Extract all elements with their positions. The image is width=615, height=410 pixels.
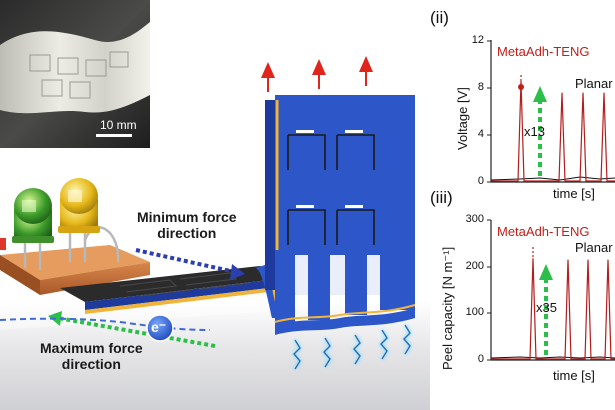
- peel-series-main-label: MetaAdh-TENG: [497, 224, 590, 239]
- peel-tick-100: 100: [465, 306, 484, 318]
- peel-tick-200: 200: [465, 260, 484, 272]
- peel-tick-300: 300: [465, 213, 484, 225]
- electron-label: e⁻: [151, 319, 167, 335]
- max-force-label-line1: Maximum force: [40, 340, 143, 356]
- peel-x-axis-title: time [s]: [553, 368, 595, 383]
- scale-bar-label: 10 mm: [100, 118, 137, 132]
- peel-tick-0: 0: [477, 353, 484, 365]
- voltage-tick-0: 0: [477, 175, 484, 187]
- yellow-led-icon: [58, 178, 100, 233]
- max-force-label-line2: direction: [61, 356, 121, 372]
- voltage-x-axis-title: time [s]: [553, 186, 595, 201]
- voltage-peak-marker: [518, 84, 524, 90]
- voltage-series-ref-label: Planar: [575, 76, 613, 91]
- green-led-icon: [12, 188, 54, 243]
- flat-device-film: [60, 266, 285, 314]
- min-force-label: Minimum force direction: [137, 209, 237, 241]
- peel-multiplier: x35: [536, 300, 557, 315]
- chart-peel: [487, 219, 615, 361]
- led-legs: [23, 226, 120, 270]
- photo-inset: [0, 0, 150, 148]
- voltage-multiplier: x13: [524, 124, 545, 139]
- voltage-y-axis-title: Voltage [V]: [455, 87, 470, 150]
- min-force-label-line1: Minimum force: [137, 209, 237, 225]
- max-force-label: Maximum force direction: [40, 340, 143, 372]
- voltage-tick-4: 4: [477, 128, 484, 140]
- peeled-device-film: [255, 95, 416, 335]
- peel-series-line: [491, 258, 615, 360]
- voltage-series-line: [491, 80, 615, 182]
- panel-iii-label: (iii): [430, 188, 453, 207]
- panel-ii-label: (ii): [430, 8, 449, 27]
- peel-gain-arrow-icon: [539, 264, 553, 355]
- scale-bar: [96, 134, 132, 137]
- voltage-series-main-label: MetaAdh-TENG: [497, 44, 590, 59]
- peel-series-ref-label: Planar: [575, 240, 613, 255]
- chart-voltage: [487, 40, 615, 183]
- peel-y-axis-title: Peel capacity [N m⁻¹]: [440, 246, 455, 370]
- voltage-gain-arrow-icon: [533, 86, 547, 176]
- voltage-tick-12: 12: [471, 34, 484, 46]
- voltage-tick-8: 8: [477, 81, 484, 93]
- min-force-arrow-icon: [135, 248, 245, 280]
- electron-icon: [146, 314, 174, 342]
- min-force-label-line2: direction: [157, 225, 217, 241]
- pull-up-arrows-icon: [261, 56, 373, 92]
